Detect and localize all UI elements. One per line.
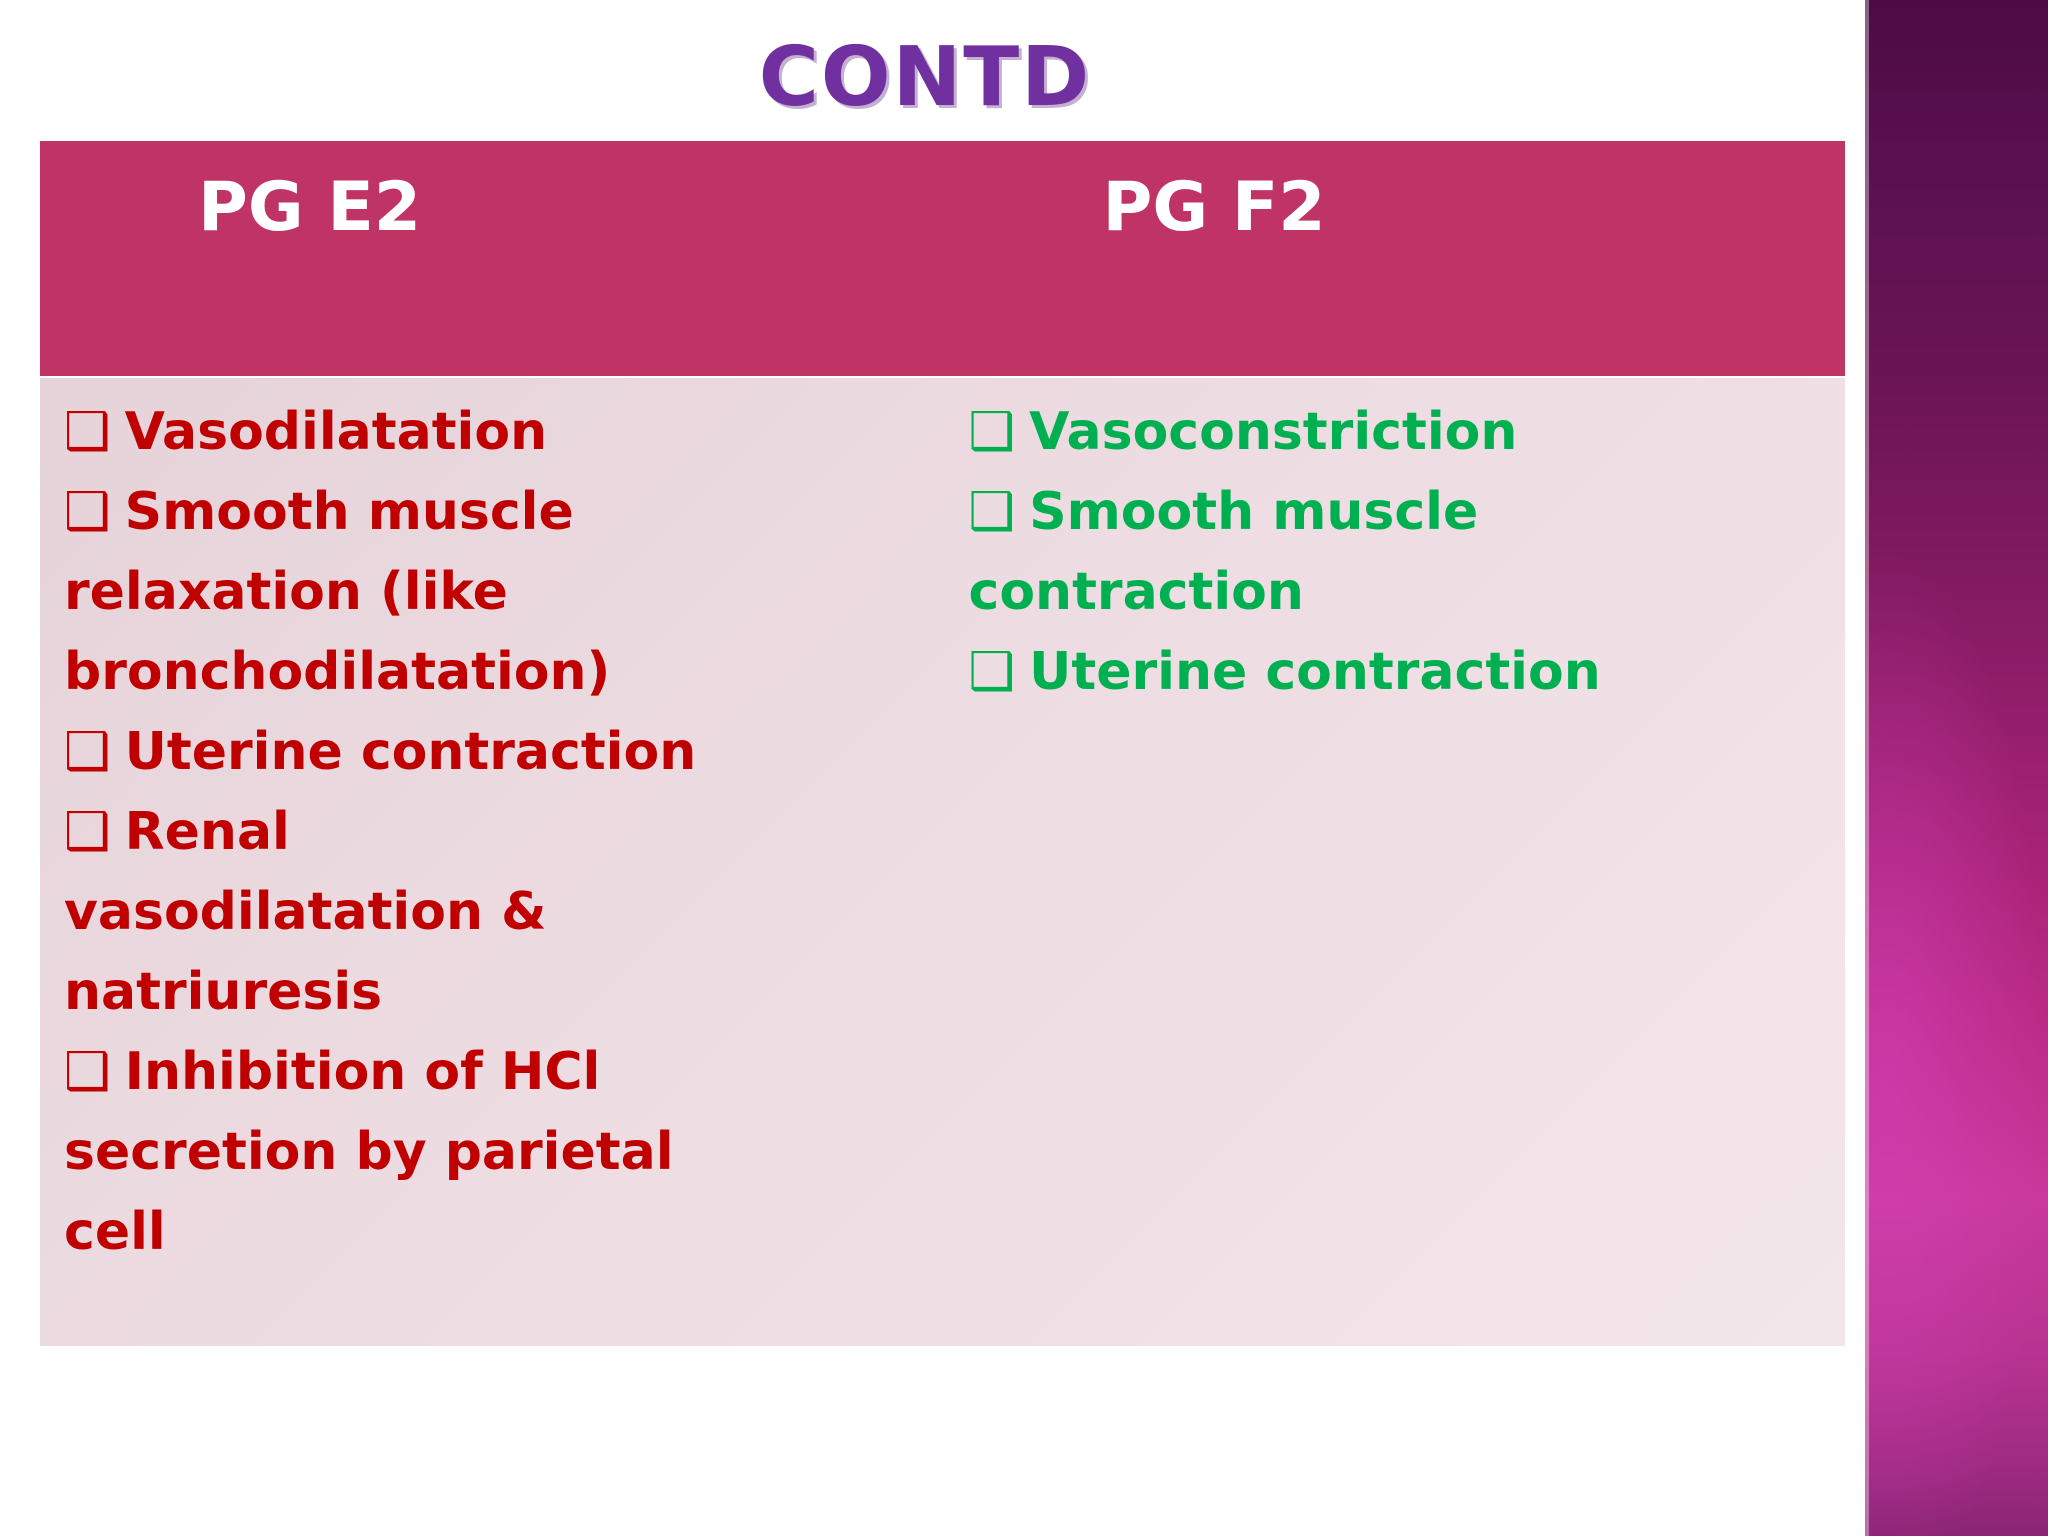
page-title: CONTD [758,30,1092,125]
list-item: ❑Inhibition of HCl secretion by parietal… [64,1032,724,1272]
list-item-label: Vasodilatation [124,402,548,462]
list-item: ❑Uterine contraction [64,712,724,792]
list-item-label: Vasoconstriction [1029,402,1518,462]
checkbox-bullet-icon: ❑ [64,402,111,462]
bullet-list-pg-e2: ❑Vasodilatation ❑Smooth muscle relaxatio… [64,392,724,1272]
table-header-cell-pg-f2: PG F2 [943,141,1846,376]
list-item: ❑Renal vasodilatation & natriuresis [64,792,724,1032]
checkbox-bullet-icon: ❑ [968,482,1016,542]
purple-magenta-gradient-band [1865,0,2048,1536]
list-item: ❑Smooth muscle relaxation (like bronchod… [64,472,724,712]
list-item-label: Inhibition of HCl secretion by parietal … [64,1042,674,1262]
list-item-label: Smooth muscle relaxation (like bronchodi… [64,482,611,702]
title-area: CONTD [0,28,1850,138]
list-item: ❑Vasodilatation [64,392,724,472]
column-header-label-left: PG E2 [198,168,422,247]
list-item: ❑Uterine contraction [969,632,1669,712]
checkbox-bullet-icon: ❑ [64,722,111,782]
table-header-cell-pg-e2: PG E2 [40,141,943,376]
checkbox-bullet-icon: ❑ [64,802,111,862]
checkbox-bullet-icon: ❑ [968,642,1016,702]
bullet-list-pg-f2: ❑Vasoconstriction ❑Smooth muscle contrac… [969,392,1669,712]
list-item-label: Smooth muscle contraction [968,482,1479,622]
table-body-cell-pg-f2: ❑Vasoconstriction ❑Smooth muscle contrac… [943,378,1846,1346]
table-body-cell-pg-e2: ❑Vasodilatation ❑Smooth muscle relaxatio… [40,378,943,1346]
list-item: ❑Smooth muscle contraction [969,472,1669,632]
list-item-label: Renal vasodilatation & natriuresis [64,802,547,1022]
column-header-label-right: PG F2 [1102,168,1326,247]
list-item-label: Uterine contraction [1029,642,1601,702]
checkbox-bullet-icon: ❑ [968,402,1016,462]
list-item-label: Uterine contraction [124,722,697,782]
checkbox-bullet-icon: ❑ [64,482,111,542]
checkbox-bullet-icon: ❑ [64,1042,111,1102]
table-header-row: PG E2 PG F2 [40,141,1845,376]
band-edge-highlight [1865,0,1869,1536]
list-item: ❑Vasoconstriction [969,392,1669,472]
comparison-table: PG E2 PG F2 ❑Vasodilatation ❑Smooth musc… [40,141,1845,1346]
table-body-row: ❑Vasodilatation ❑Smooth muscle relaxatio… [40,378,1845,1346]
